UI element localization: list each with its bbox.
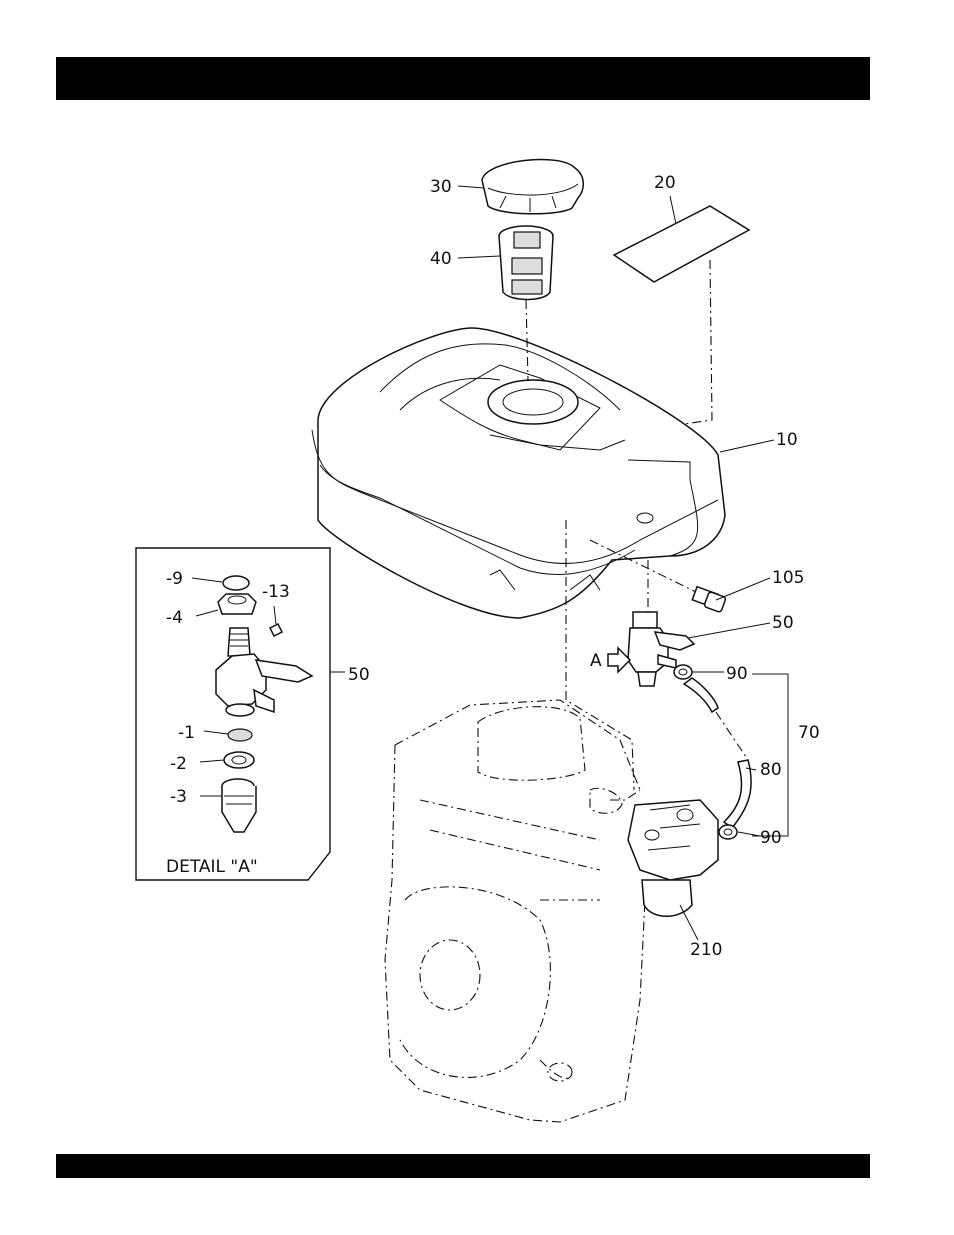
label-90-top: 90 [726,664,748,684]
detail-screw [270,624,282,636]
label-30: 30 [430,177,452,197]
fuel-tank [312,328,725,618]
fuel-hose [684,678,718,712]
fuel-hose-lower [724,760,751,828]
label-40: 40 [430,249,452,269]
label-70: 70 [798,723,820,743]
detail-o-ring [223,576,249,590]
label-210: 210 [690,940,722,960]
label-a: A [590,651,602,671]
label-105: 105 [772,568,804,588]
engine-block [385,700,645,1122]
detail-fuel-cup [222,779,256,832]
label-detail-13: -13 [262,582,290,602]
hose-clamp-bottom [719,825,737,839]
label-detail-2: -2 [170,754,187,774]
label-90-bottom: 90 [760,828,782,848]
label-50: 50 [772,613,794,633]
detail-a-title: DETAIL "A" [166,857,258,877]
carburetor [628,800,718,916]
detail-nut [218,594,256,614]
label-detail-9: -9 [166,569,183,589]
label-10: 10 [776,430,798,450]
label-plate [614,206,749,282]
arrow-a-icon [608,648,630,672]
detail-fuel-cock [216,628,312,716]
detail-screen [228,729,252,741]
detail-gasket [224,752,254,768]
label-detail-3: -3 [170,787,187,807]
fuel-cap [482,159,583,213]
fuel-strainer [499,226,553,300]
bolt [692,587,726,613]
label-detail-1: -1 [178,723,195,743]
label-detail-50: 50 [348,665,370,685]
hose-clamp-top [674,665,692,679]
label-80: 80 [760,760,782,780]
label-20: 20 [654,173,676,193]
label-detail-4: -4 [166,608,183,628]
